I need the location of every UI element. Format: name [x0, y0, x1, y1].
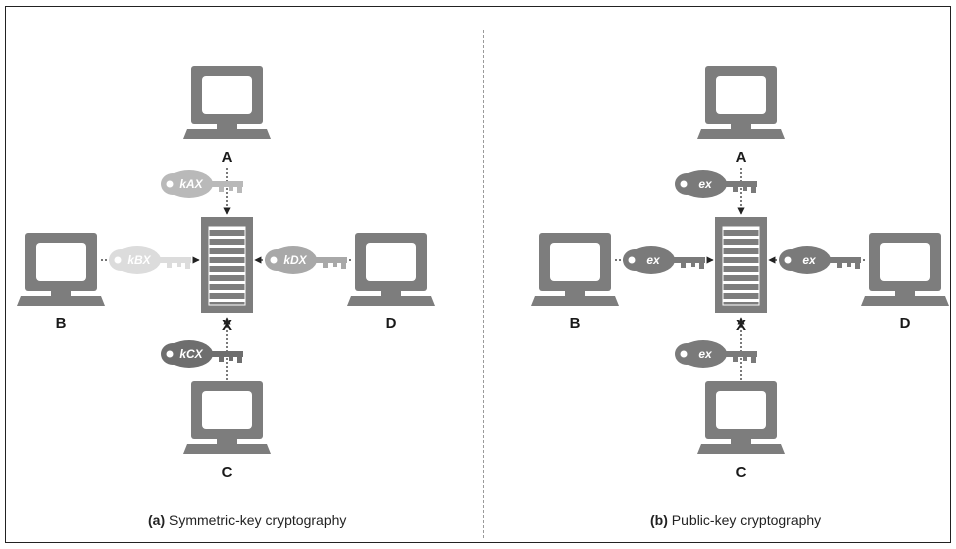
key-icon: ex: [623, 246, 705, 274]
caption-symmetric: (a) Symmetric-key cryptography: [148, 512, 346, 528]
key-label: ex: [802, 253, 817, 267]
node-label-bottom: C: [222, 464, 233, 481]
hub-label: X: [736, 317, 746, 334]
caption-text: Public-key cryptography: [671, 512, 822, 528]
node-label-top: A: [736, 149, 747, 166]
caption-label: (b): [650, 512, 668, 528]
monitor-icon: [17, 233, 105, 306]
monitor-icon: [347, 233, 435, 306]
caption-public: (b) Public-key cryptography: [650, 512, 821, 528]
node-label-top: A: [222, 149, 233, 166]
key-icon: ex: [675, 340, 757, 368]
server-icon: [201, 217, 253, 313]
caption-label: (a): [148, 512, 166, 528]
monitor-icon: [183, 66, 271, 139]
key-icon: kAX: [161, 170, 243, 198]
key-label: kDX: [283, 253, 307, 267]
node-label-right: D: [900, 315, 911, 332]
node-label-left: B: [56, 315, 67, 332]
key-icon: kDX: [265, 246, 347, 274]
monitor-icon: [531, 233, 619, 306]
monitor-icon: [861, 233, 949, 306]
monitor-icon: [697, 66, 785, 139]
key-icon: ex: [675, 170, 757, 198]
node-label-left: B: [570, 315, 581, 332]
key-icon: ex: [779, 246, 861, 274]
key-label: kCX: [179, 347, 203, 361]
monitor-icon: [697, 381, 785, 454]
key-label: ex: [646, 253, 661, 267]
panel-divider: [483, 30, 484, 538]
key-icon: kBX: [109, 246, 191, 274]
server-icon: [715, 217, 767, 313]
caption-text: Symmetric-key cryptography: [169, 512, 347, 528]
key-label: kAX: [179, 177, 203, 191]
key-label: kBX: [127, 253, 151, 267]
figure-frame: [5, 6, 951, 543]
key-label: ex: [698, 347, 713, 361]
monitor-icon: [183, 381, 271, 454]
key-label: ex: [698, 177, 713, 191]
key-icon: kCX: [161, 340, 243, 368]
node-label-bottom: C: [736, 464, 747, 481]
node-label-right: D: [386, 315, 397, 332]
hub-label: X: [222, 317, 232, 334]
